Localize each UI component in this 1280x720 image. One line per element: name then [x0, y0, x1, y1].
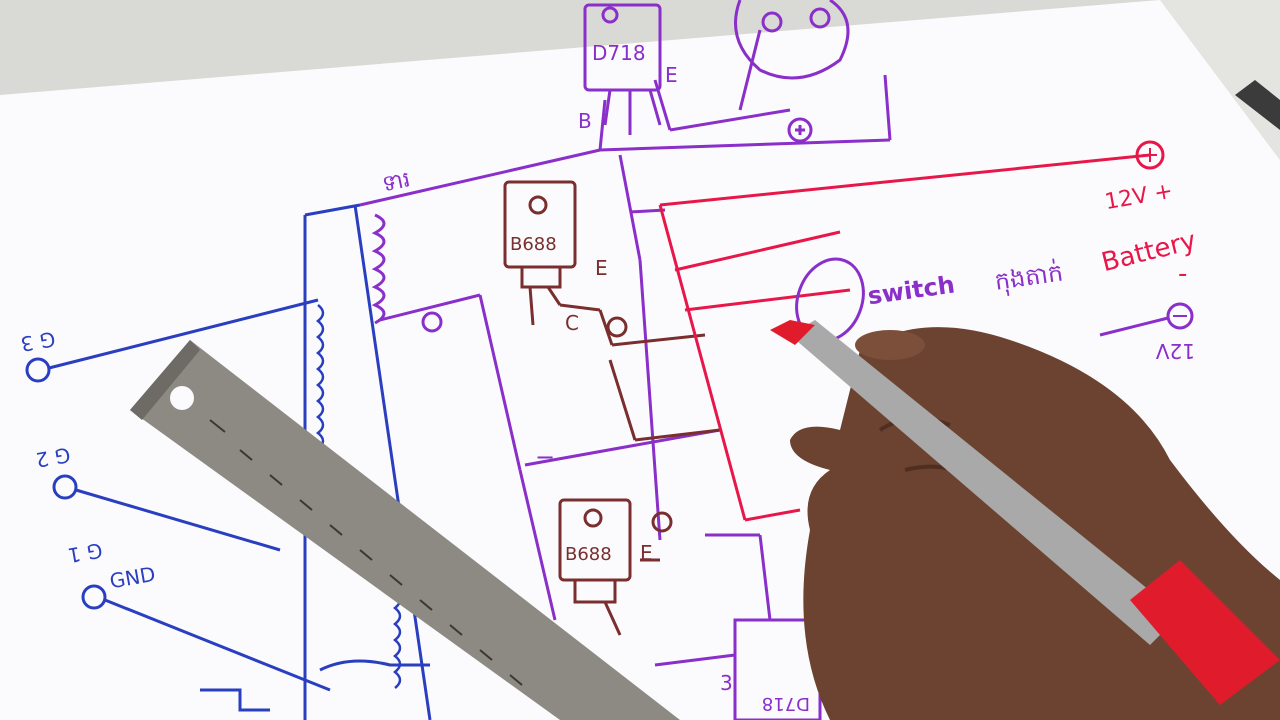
label-out-1: G 1 [66, 538, 104, 568]
label-minus-sign: - [1178, 259, 1187, 289]
pen-icon [770, 80, 1280, 705]
primary-coil-wiring [359, 29, 892, 621]
label-pin-e2: E [595, 256, 608, 280]
transistor-b688-upper [503, 180, 706, 347]
transistor-b688-lower [558, 359, 721, 636]
label-transistor-top: D718 [592, 41, 646, 65]
label-bottom-chip: D718 [762, 693, 810, 714]
label-out-3: G 3 [19, 327, 57, 357]
label-pin-c: C [565, 311, 579, 335]
negative-terminal [1099, 302, 1194, 337]
label-coil: ទារ [380, 167, 413, 197]
label-minus: − [535, 443, 555, 471]
label-out-2: G 2 [34, 443, 72, 473]
label-transistor-mid: B688 [510, 234, 557, 255]
label-pin-3: 3 [720, 671, 733, 695]
heatsink-part [734, 0, 850, 143]
label-transistor-bottom: B688 [565, 544, 612, 565]
label-pin-e1: E [665, 63, 678, 87]
transistor-d718 [583, 3, 662, 135]
coil-terminal [421, 311, 443, 333]
ruler-icon [130, 340, 680, 720]
label-pin-b: B [578, 109, 592, 133]
red-power-rail [658, 140, 1165, 522]
label-12v-bottom: 12V [1156, 339, 1195, 363]
paper-edge-shadow [1160, 0, 1280, 160]
label-pin-e3: E [640, 541, 653, 565]
output-terminals [25, 298, 430, 712]
